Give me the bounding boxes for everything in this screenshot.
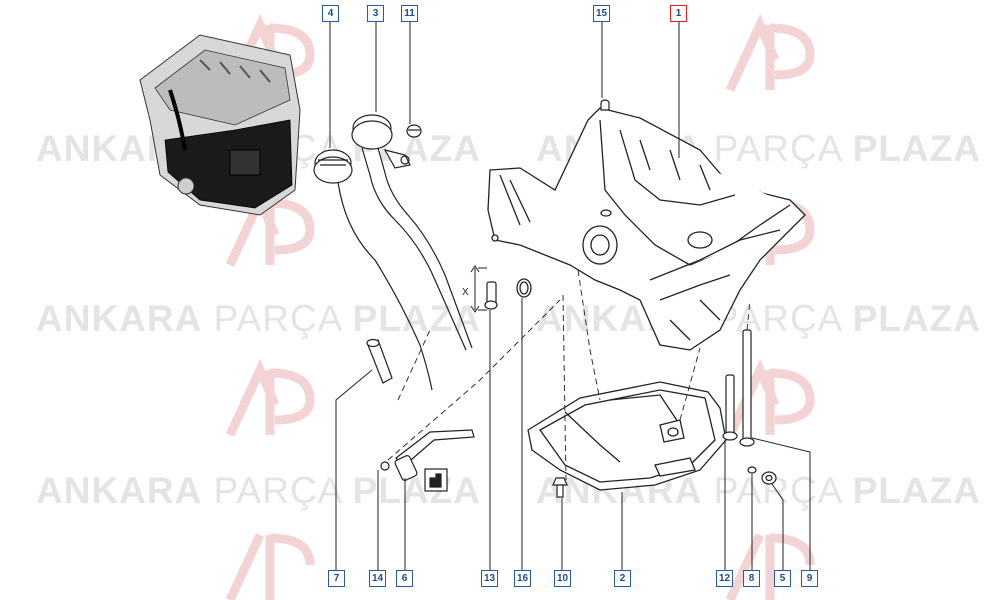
- long-bolt-12-part: [722, 374, 738, 441]
- oil-level-sensor-part: [380, 429, 475, 492]
- callout-9[interactable]: 9: [801, 570, 818, 587]
- ap-logo-watermark: [725, 358, 815, 437]
- watermark-row-2: ANKARA PARÇA PLAZA: [36, 298, 481, 339]
- ap-logo-watermark: [725, 13, 815, 92]
- callout-3[interactable]: 3: [367, 5, 384, 22]
- dimension-marker: [470, 265, 487, 313]
- bolt-11-part: [406, 124, 422, 138]
- dipstick-tube-part: [351, 114, 473, 351]
- callout-7[interactable]: 7: [328, 570, 345, 587]
- ap-logo-watermark: [725, 533, 815, 600]
- long-bolt-9-part: [739, 329, 755, 447]
- callout-5[interactable]: 5: [774, 570, 791, 587]
- callout-12[interactable]: 12: [716, 570, 733, 587]
- seal-ring-16-part: [516, 278, 532, 298]
- callout-4[interactable]: 4: [322, 5, 339, 22]
- leader-7: [335, 369, 373, 572]
- oil-pan-part: [527, 381, 727, 491]
- bolt-13-part: [484, 281, 498, 310]
- watermark-row-3: ANKARA PARÇA PLAZA: [36, 470, 481, 511]
- engine-thumbnail: [139, 34, 301, 216]
- callout-13[interactable]: 13: [481, 570, 498, 587]
- leader-5: [771, 483, 784, 572]
- bolt-15-part: [600, 99, 610, 111]
- bolt-10-part: [552, 477, 568, 498]
- callout-16[interactable]: 16: [514, 570, 531, 587]
- assembly-lines: [387, 269, 751, 481]
- dipstick-part: [313, 149, 433, 391]
- ap-logo-watermark: [225, 533, 315, 600]
- callout-11[interactable]: 11: [401, 5, 418, 22]
- ap-logo-watermark: [225, 358, 315, 437]
- leader-lines: [329, 22, 811, 572]
- nut-5-part: [761, 471, 777, 485]
- callout-8[interactable]: 8: [743, 570, 760, 587]
- dimension-label: X: [462, 287, 469, 298]
- callout-6[interactable]: 6: [396, 570, 413, 587]
- callout-15[interactable]: 15: [593, 5, 610, 22]
- washer-8-part: [747, 466, 757, 474]
- callout-14[interactable]: 14: [369, 570, 386, 587]
- leader-9: [751, 437, 811, 572]
- callout-1[interactable]: 1: [670, 5, 687, 22]
- callout-10[interactable]: 10: [554, 570, 571, 587]
- crankcase-part: [487, 107, 806, 351]
- callout-2[interactable]: 2: [614, 570, 631, 587]
- pin-7-part: [366, 338, 393, 384]
